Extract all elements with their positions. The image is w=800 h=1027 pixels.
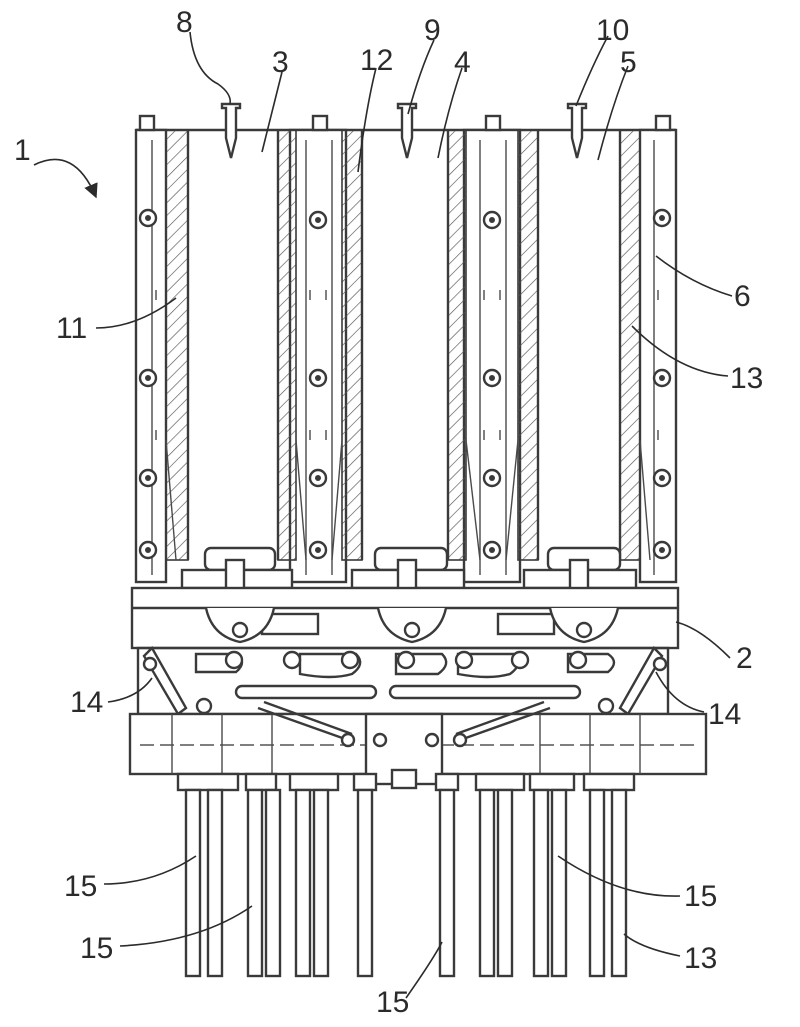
probes bbox=[220, 102, 588, 159]
label-probe-b: 9 bbox=[424, 14, 441, 47]
label-wall-right: 13 bbox=[730, 362, 763, 395]
label-probe-a: 8 bbox=[176, 6, 193, 39]
post-bolts bbox=[138, 208, 672, 560]
linkage bbox=[136, 646, 670, 716]
label-compartment-b: 4 bbox=[454, 46, 471, 79]
label-wall-middle: 12 bbox=[360, 44, 393, 77]
label-tube-2: 15 bbox=[80, 932, 113, 965]
upper-housing bbox=[134, 114, 678, 584]
label-base-frame: 2 bbox=[736, 642, 753, 675]
label-wall-left: 11 bbox=[56, 312, 87, 345]
label-tube-3: 15 bbox=[376, 986, 409, 1019]
label-compartment-a: 3 bbox=[272, 46, 289, 79]
tubes bbox=[176, 772, 636, 978]
lower-manifold bbox=[128, 700, 708, 790]
label-lever-right: 14 bbox=[708, 698, 741, 731]
leader-lines bbox=[33, 31, 733, 999]
label-probe-c: 10 bbox=[596, 14, 629, 47]
reference-labels: 1 8 3 12 9 4 10 5 6 11 13 2 14 14 15 15 … bbox=[14, 6, 763, 1019]
label-tube-right: 13 bbox=[684, 942, 717, 975]
label-tube-1: 15 bbox=[64, 870, 97, 903]
label-side-frame: 6 bbox=[734, 280, 751, 313]
label-tube-4: 15 bbox=[684, 880, 717, 913]
label-compartment-c: 5 bbox=[620, 46, 637, 79]
post-slots bbox=[155, 290, 659, 440]
label-assembly: 1 bbox=[14, 134, 31, 167]
base-frame bbox=[130, 586, 680, 650]
label-lever-left: 14 bbox=[70, 686, 103, 719]
clamp-blocks bbox=[180, 546, 638, 602]
